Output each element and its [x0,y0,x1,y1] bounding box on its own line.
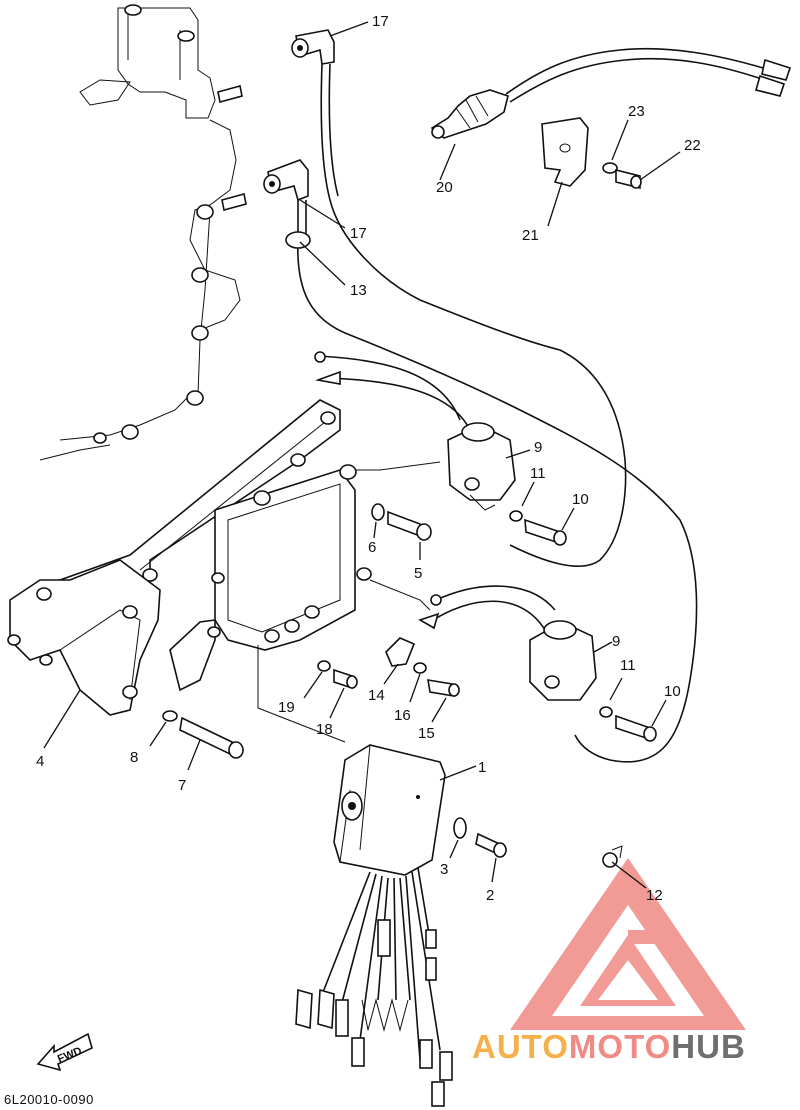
engine-studs [93,85,247,444]
callout-12: 12 [646,887,663,904]
washer-8 [162,710,178,722]
callout-17-lower: 17 [350,225,367,242]
callout-19: 19 [278,699,295,716]
callout-2: 2 [486,887,494,904]
callout-21: 21 [522,227,539,244]
watermark-text: AUTOMOTOHUB [472,1028,746,1066]
washer-6 [371,503,385,521]
washer-16 [413,662,427,674]
washer-23 [602,162,618,174]
callout-18: 18 [316,721,333,738]
callout-3: 3 [440,861,448,878]
watermark-hub: HUB [671,1028,746,1065]
coil-ground-wire [319,355,461,421]
fwd-arrow-icon: FWD [36,1032,93,1072]
callout-20: 20 [436,179,453,196]
plug-cap-lower [263,159,309,202]
callout-1: 1 [478,759,486,776]
watermark-auto: AUTO [472,1028,569,1065]
callout-16: 16 [394,707,411,724]
coil-lower-wire [429,600,546,631]
leader-lines [43,21,681,889]
high-tension-cord-2 [297,200,698,763]
thermo-sensor [430,89,509,139]
clamp-14 [385,637,416,667]
callout-9-upper: 9 [534,439,542,456]
callout-6: 6 [368,539,376,556]
washer-11-lower [599,706,613,718]
grommet [285,231,311,249]
callout-11-lower: 11 [620,657,636,674]
callout-7: 7 [178,777,186,794]
high-tension-cord-1 [320,63,627,567]
engine-block-outline [39,4,241,461]
bracket-4 [7,559,161,716]
callout-9-lower: 9 [612,633,620,650]
ignition-coil-upper [447,422,516,511]
drawing-code: 6L20010-0090 [4,1092,94,1107]
callout-labels: 17 17 13 20 21 23 22 9 11 10 6 5 9 11 10… [36,13,701,904]
bolt-5 [387,510,421,538]
callout-8: 8 [130,749,138,766]
washer-11-upper [509,510,523,522]
plug-cap-upper [291,29,335,65]
sensor-wire-b [509,57,766,103]
callout-13: 13 [350,282,367,299]
rectifier-plate [169,572,225,692]
callout-14: 14 [368,687,385,704]
callout-11-upper: 11 [530,465,546,482]
callout-17-upper: 17 [372,13,389,30]
washer-19 [317,660,331,672]
callout-10-lower: 10 [664,683,681,700]
watermark-moto: MOTO [568,1028,672,1065]
callout-10-upper: 10 [572,491,589,508]
bolt-7 [179,716,233,756]
watermark-logo-icon [510,858,746,1030]
callout-23: 23 [628,103,645,120]
cdi-unit-1 [333,744,446,876]
ignition-coil-lower [529,620,597,701]
callout-4: 4 [36,753,44,770]
callout-5: 5 [414,565,422,582]
callout-15: 15 [418,725,435,742]
callout-22: 22 [684,137,701,154]
wire-harness [295,867,453,1107]
sensor-wire-a [505,47,771,95]
washer-3 [453,817,467,839]
cdi-box-upper [214,464,372,651]
